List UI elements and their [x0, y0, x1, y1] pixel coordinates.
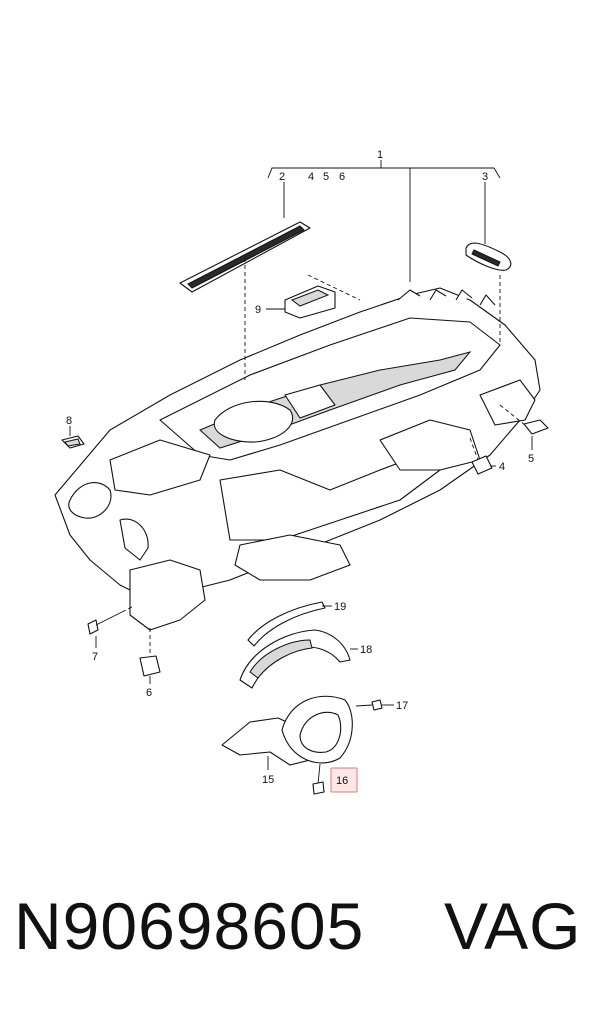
part-5-clip-right: [499, 404, 549, 435]
part-17-screw: [355, 699, 383, 711]
part-2-center-vent-grille: [179, 221, 311, 380]
part-8-clip: [61, 435, 85, 449]
footer: N90698605 VAG: [0, 888, 600, 988]
callout-16-highlight: 16: [330, 767, 358, 793]
callout-5-top: 5: [323, 171, 329, 183]
part-19-trim-strip: [247, 601, 326, 647]
dashboard-panel: [54, 287, 541, 631]
callout-16: 16: [336, 775, 348, 787]
callout-4-right: 4: [499, 461, 505, 473]
callout-18: 18: [360, 644, 372, 656]
part-6-clip-left: [139, 628, 161, 677]
leader-lines: [69, 182, 533, 770]
dashboard-exploded-diagram: 1 2 4 5 6 3 9 8 4 5 7 6 19 18 17 15 16: [54, 149, 549, 795]
callout-8: 8: [66, 415, 72, 427]
callout-2: 2: [279, 171, 285, 183]
brand-name: VAG: [444, 889, 582, 963]
callout-6-top: 6: [339, 171, 345, 183]
callout-9: 9: [255, 304, 261, 316]
part-9-cover-pad: [284, 274, 361, 319]
part-column-bracket: [281, 695, 353, 764]
callout-15: 15: [262, 774, 274, 786]
callout-17: 17: [396, 700, 408, 712]
part-16-screw: [312, 763, 325, 795]
callout-19: 19: [334, 601, 346, 613]
callout-1: 1: [377, 149, 383, 161]
callout-5-right: 5: [528, 453, 534, 465]
callout-1-bracket: [267, 160, 501, 282]
part-3-side-vent: [465, 242, 512, 345]
part-4-clip-right: [469, 437, 493, 475]
callout-3: 3: [482, 171, 488, 183]
part-18-upper-column-shroud: [239, 629, 351, 689]
part-7-screw: [87, 606, 133, 635]
callout-7: 7: [92, 651, 98, 663]
callout-4-top: 4: [308, 171, 314, 183]
part-number: N90698605: [14, 889, 365, 963]
callout-6-left: 6: [146, 687, 152, 699]
